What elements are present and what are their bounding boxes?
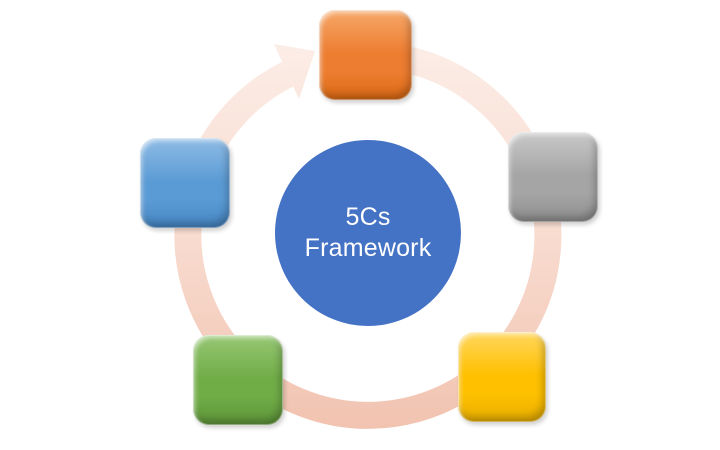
cycle-node-bottom-left <box>193 335 283 425</box>
center-title-line1: 5Cs <box>345 203 391 231</box>
cycle-node-right <box>508 132 598 222</box>
ring-arrowhead <box>274 44 315 99</box>
center-title-line2: Framework <box>304 234 432 262</box>
cycle-node-bottom-right <box>458 332 546 422</box>
cycle-node-left <box>140 138 230 228</box>
center-circle: 5Cs Framework <box>275 140 461 326</box>
cycle-node-top <box>319 10 412 100</box>
